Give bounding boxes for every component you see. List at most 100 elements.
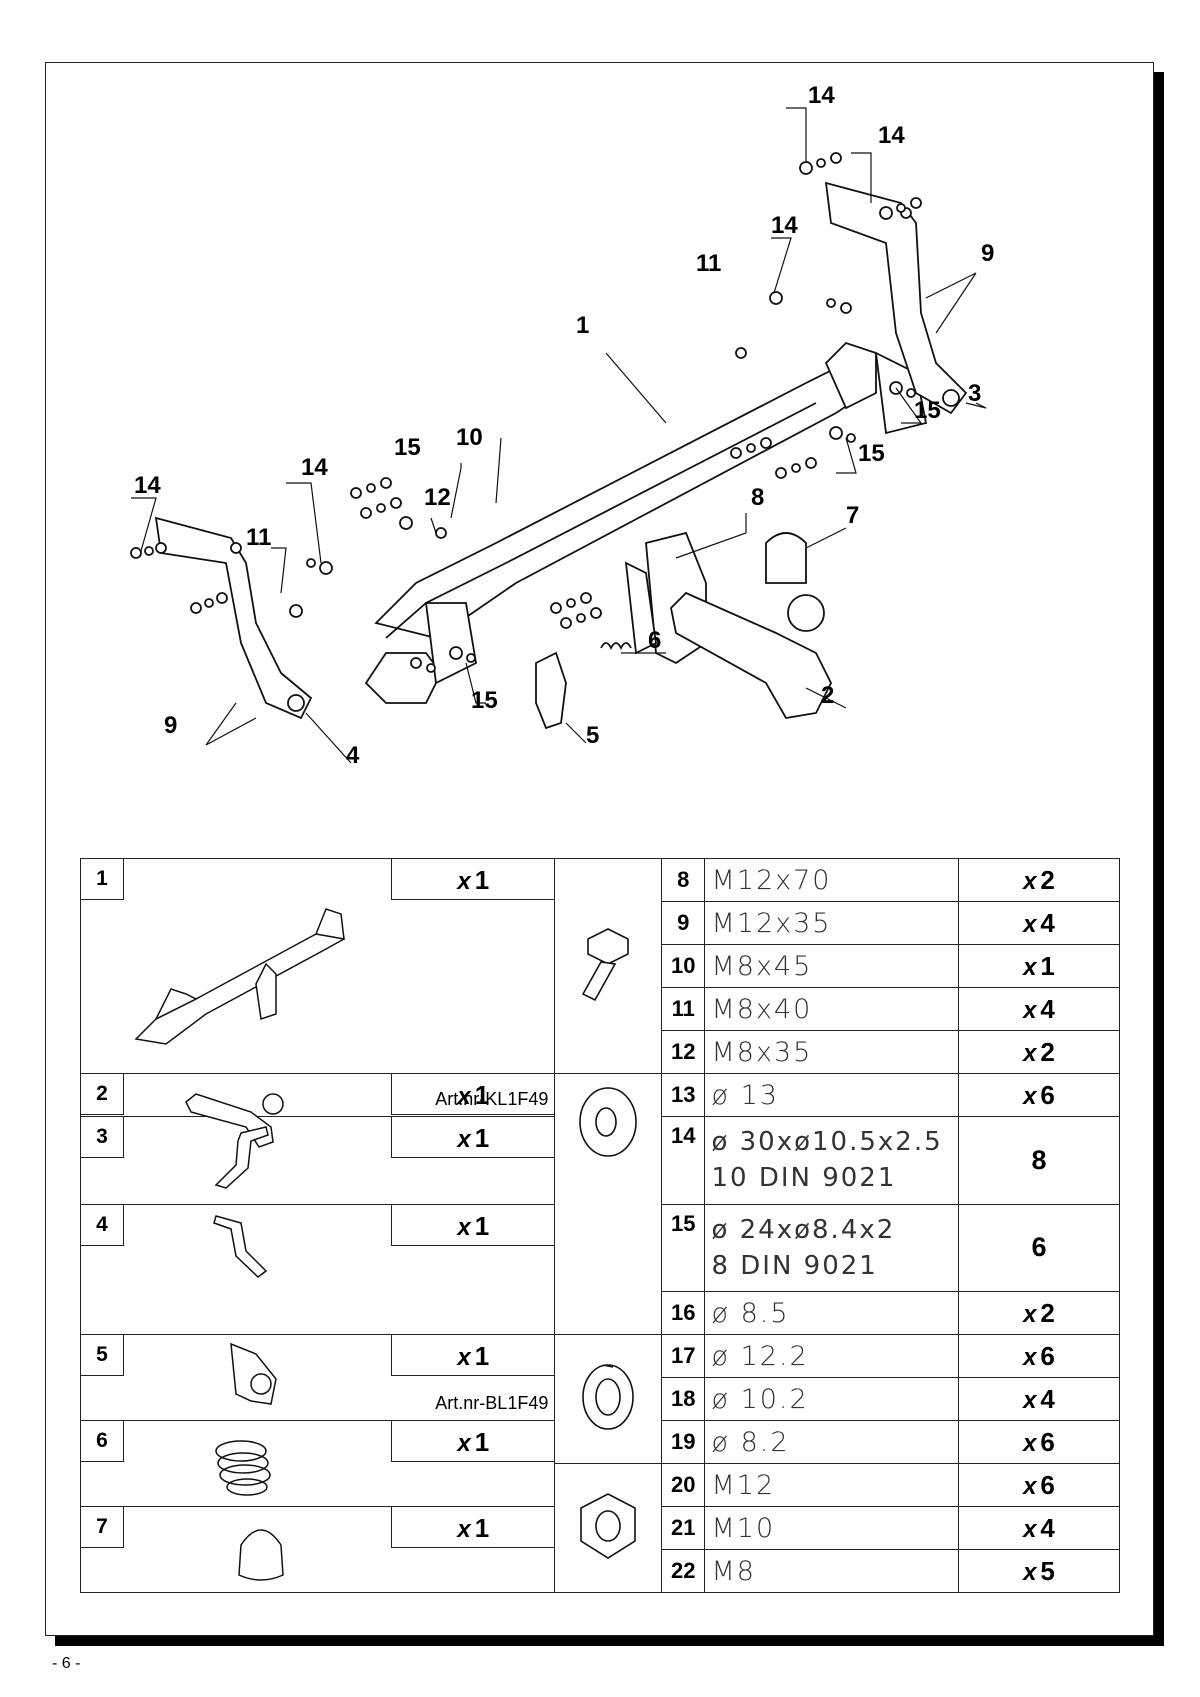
tow-ball-neck: [670, 591, 833, 719]
part-qty: 8: [1031, 1144, 1047, 1175]
spring-thumb: [215, 1440, 271, 1496]
article-number: Art.nr-BL1F49: [435, 1393, 549, 1413]
part-number: 9: [677, 910, 690, 935]
part-number: 21: [670, 1515, 696, 1540]
callout-14-b: 14: [878, 122, 905, 149]
part-spec-norm: 10 DIN 9021: [711, 1163, 897, 1194]
callout-2: 2: [821, 682, 834, 709]
part-number: 5: [81, 1335, 124, 1376]
callout-11-left: 11: [246, 524, 271, 551]
part-number: 17: [670, 1343, 696, 1368]
ball-cap-thumb: [238, 1529, 284, 1581]
callout-9-right: 9: [981, 240, 994, 267]
callout-15-d: 15: [471, 687, 498, 714]
part-qty: 6: [1031, 1232, 1047, 1263]
part-spec: ø 24xø8.4x2: [711, 1214, 896, 1245]
part-number: 20: [670, 1472, 696, 1497]
socket-plate-thumb: [230, 1342, 277, 1405]
part-number: 18: [670, 1386, 696, 1411]
part-number: 7: [81, 1507, 124, 1548]
callout-14-c: 14: [771, 212, 798, 239]
callout-14-a: 14: [808, 82, 835, 109]
part-number: 13: [670, 1082, 696, 1107]
spring-washer-icon-cell: [554, 1334, 662, 1464]
socket-plate: [535, 651, 567, 730]
side-arm-right: [824, 181, 968, 415]
part-spec: M8x35: [711, 1036, 813, 1068]
part-spec: M12x35: [711, 907, 832, 939]
callout-10: 10: [456, 424, 483, 451]
part-number: 15: [670, 1210, 696, 1236]
part-spec: ø 30xø10.5x2.5: [711, 1127, 943, 1158]
part-spec: ø 13: [711, 1079, 779, 1111]
washer-icon-cell: [554, 1073, 662, 1335]
part-spec: M8: [711, 1555, 756, 1587]
part-spec: M12x70: [711, 864, 832, 896]
nut-icon-cell: [554, 1463, 662, 1593]
cross-beam-thumb: [134, 908, 346, 1045]
callout-11-right: 11: [696, 250, 721, 277]
callout-8: 8: [751, 484, 764, 511]
exploded-diagram: 14 14 14 9 11 1 3 15 15 15 10 12 14 14 1…: [130, 82, 994, 769]
part-number: 1: [81, 859, 124, 900]
part-number: 16: [670, 1300, 696, 1325]
part-number: 14: [670, 1123, 696, 1148]
ball-cap: [765, 532, 807, 584]
part-number: 19: [670, 1429, 696, 1454]
part-number: 11: [671, 996, 695, 1021]
part-spec: M8x45: [711, 950, 813, 982]
callout-1: 1: [576, 312, 589, 339]
side-arm-thumb: [213, 1214, 268, 1278]
bolt-icon: [582, 927, 629, 1001]
part-number: 6: [81, 1421, 124, 1462]
article-number: Art.nr-KL1F49: [435, 1089, 549, 1109]
part-spec: M8x40: [711, 993, 813, 1025]
callout-15-c: 15: [394, 434, 421, 461]
callout-6: 6: [648, 627, 661, 654]
right-mount: [824, 341, 877, 410]
side-arm-left: [154, 516, 313, 720]
callout-7: 7: [846, 502, 859, 529]
callout-3: 3: [968, 380, 981, 407]
part-spec: M10: [711, 1512, 776, 1544]
callout-15-a: 15: [914, 397, 941, 424]
nut-icon: [580, 1492, 636, 1559]
part-number: 4: [81, 1204, 124, 1246]
spring: [600, 642, 632, 651]
part-spec: ø 12.2: [711, 1340, 809, 1372]
side-arm-thumb: [214, 1126, 269, 1189]
callout-12: 12: [424, 484, 451, 511]
spring-washer-icon: [582, 1363, 634, 1430]
page-number: - 6 -: [52, 1655, 81, 1672]
left-mount: [364, 652, 443, 704]
callout-9-left: 9: [164, 712, 177, 739]
part-spec: ø 8.2: [711, 1426, 790, 1458]
part-spec-norm: 8 DIN 9021: [711, 1250, 878, 1281]
part-spec: ø 8.5: [711, 1297, 790, 1329]
callout-4: 4: [346, 742, 360, 769]
washer-icon: [579, 1087, 637, 1157]
